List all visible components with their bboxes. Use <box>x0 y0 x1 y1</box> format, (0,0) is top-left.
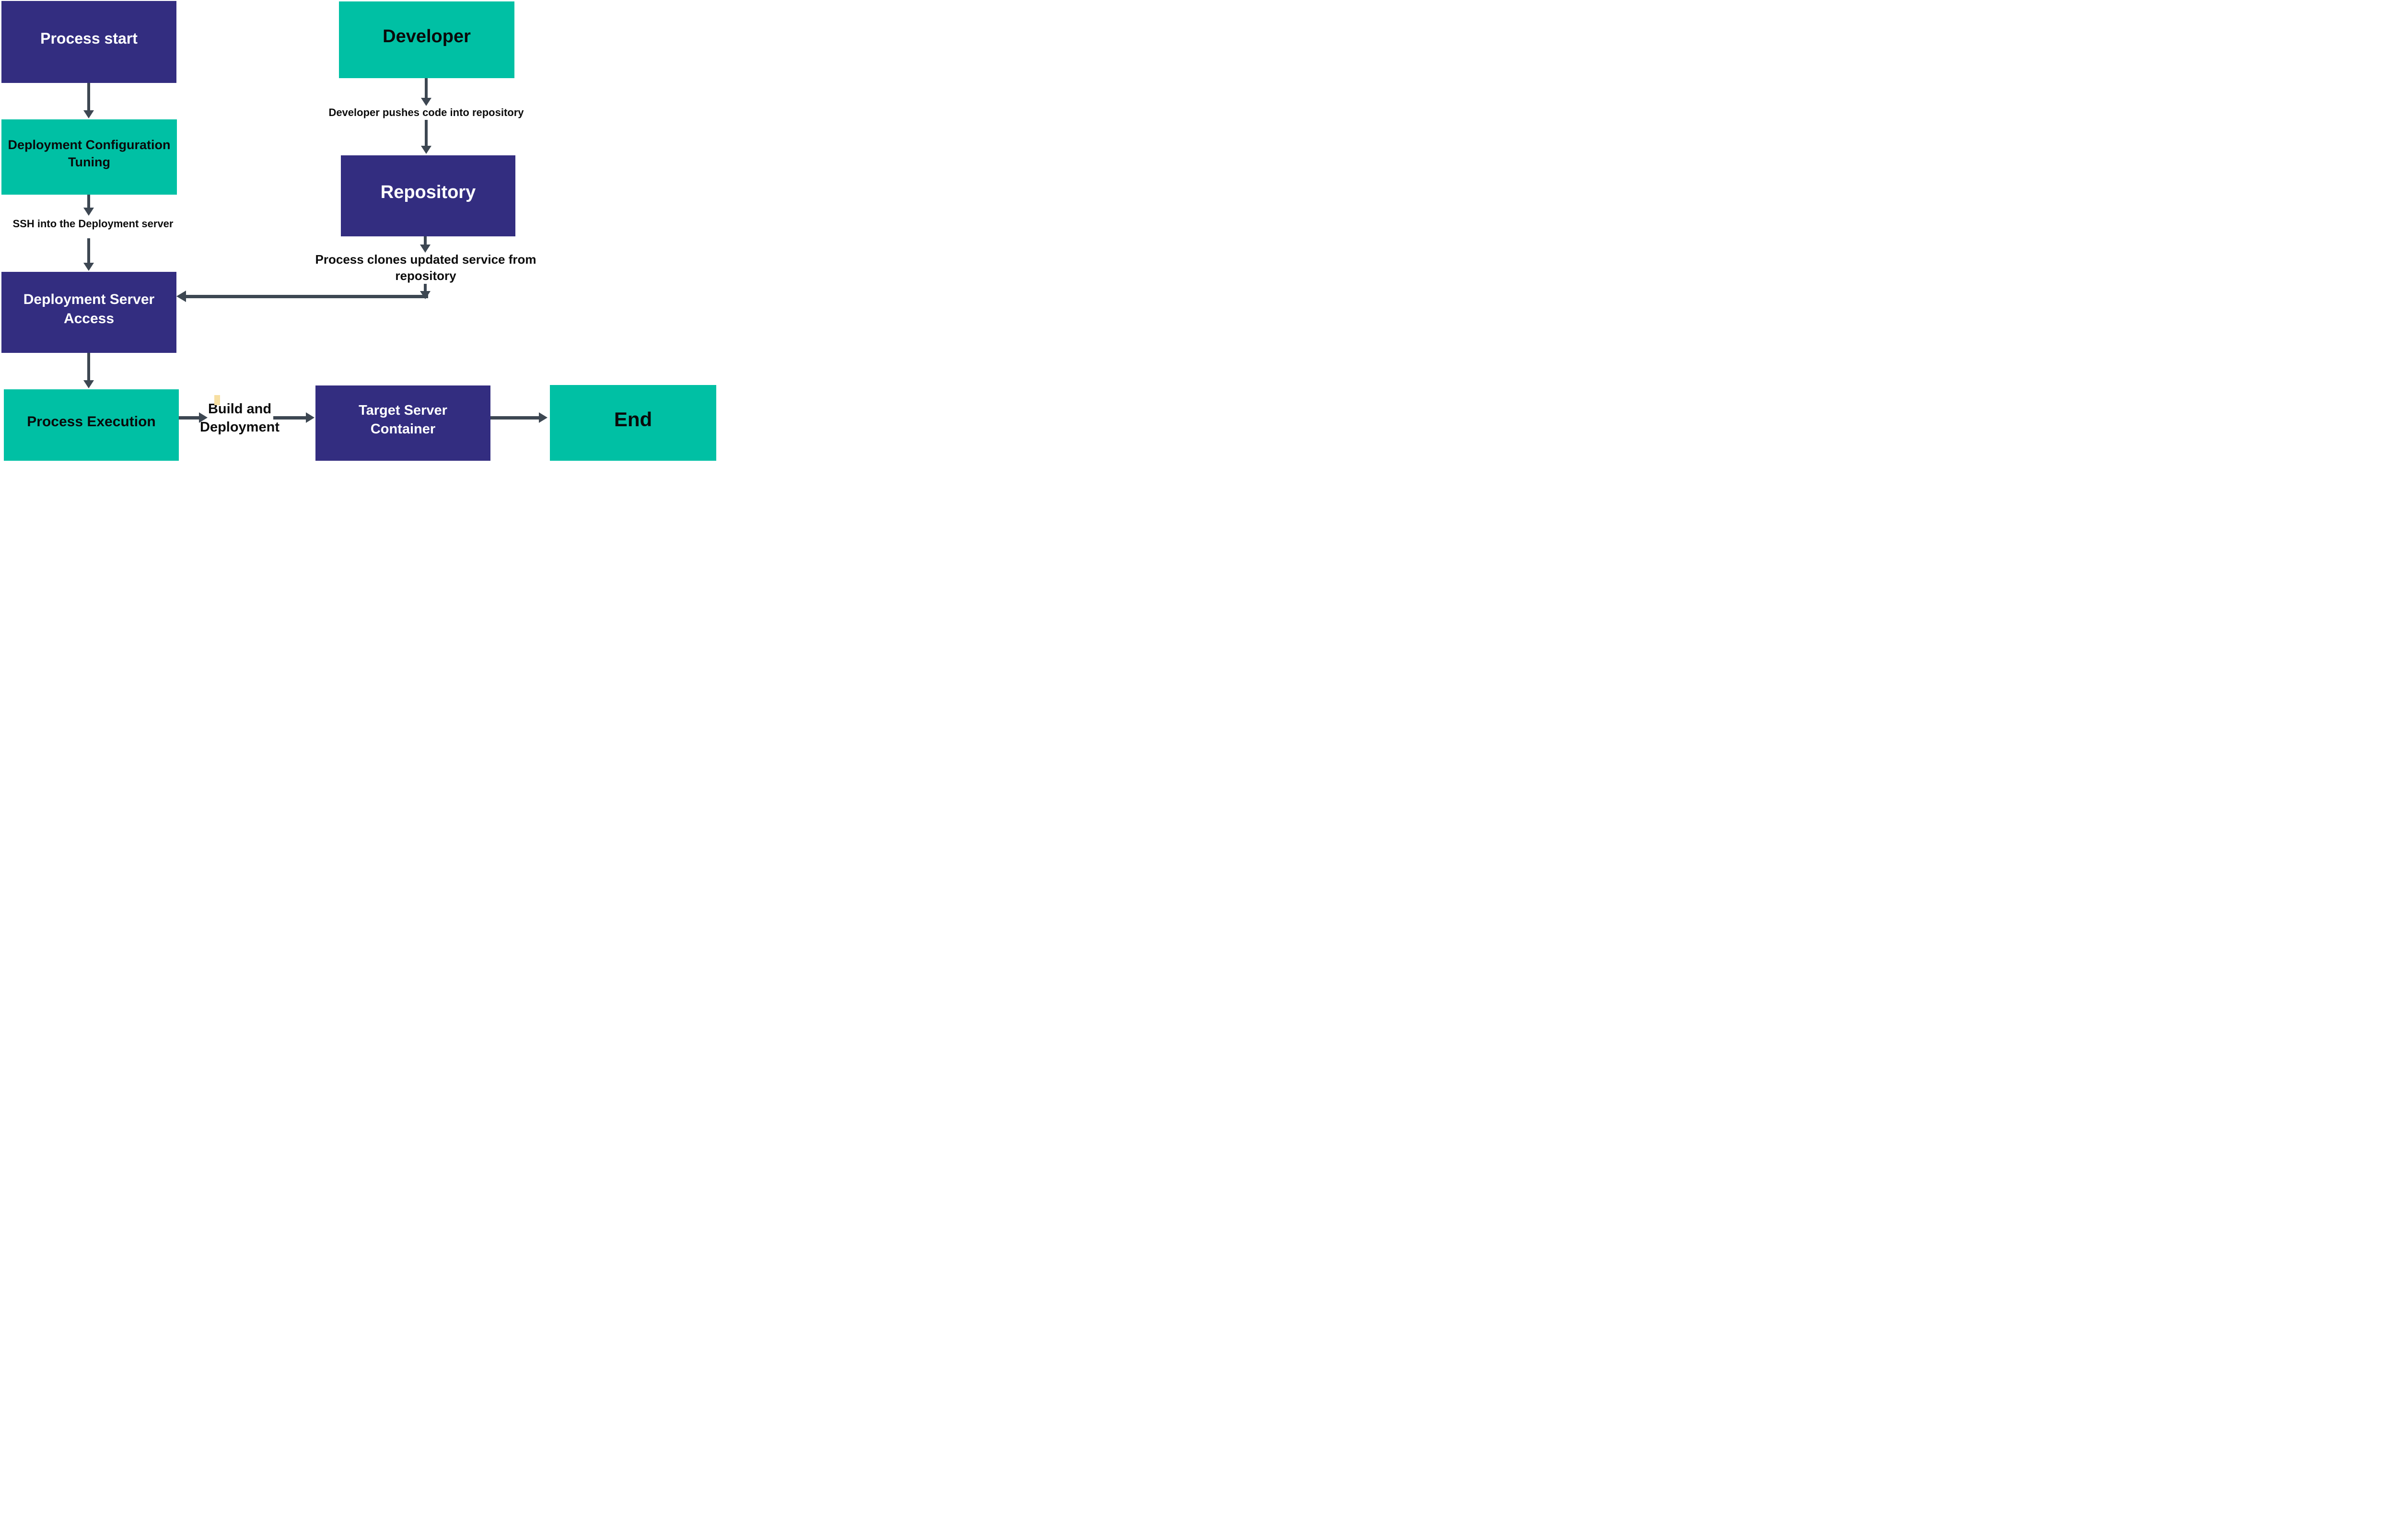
arrow-line <box>273 416 306 420</box>
node-deployment-configuration-tuning: Deployment Configuration Tuning <box>1 119 177 195</box>
arrow-head-right <box>199 412 208 423</box>
arrow-head-left <box>176 291 186 302</box>
arrow-head-down <box>83 380 94 388</box>
arrow-head-right <box>539 412 547 423</box>
node-deployment-server-access: Deployment Server Access <box>1 272 176 353</box>
arrow-head-down <box>83 110 94 118</box>
node-repository-label: Repository <box>380 182 476 203</box>
node-developer: Developer <box>339 1 514 78</box>
edge-label-build-deployment: Build and Deployment <box>200 401 280 435</box>
flowchart-canvas: Process start Developer Deployment Confi… <box>0 0 716 462</box>
arrow-line <box>425 120 428 146</box>
edge-label-clone: Process clones updated service from repo… <box>315 252 536 283</box>
arrow-line <box>179 416 200 420</box>
node-repository: Repository <box>341 155 515 236</box>
node-developer-label: Developer <box>383 26 471 47</box>
node-process-execution-label: Process Execution <box>27 413 156 430</box>
arrow-line <box>87 83 90 111</box>
arrow-line <box>87 353 90 381</box>
arrow-line <box>490 416 540 420</box>
arrow-head-down <box>421 98 431 106</box>
arrow-head-down <box>420 245 431 253</box>
arrow-head-down <box>421 146 431 154</box>
arrow-line <box>424 236 427 245</box>
arrow-line <box>185 295 428 298</box>
node-end-label: End <box>614 408 652 431</box>
node-end: End <box>550 385 716 461</box>
node-process-start: Process start <box>1 1 176 83</box>
node-target-server-container-label: Target Server Container <box>359 403 447 437</box>
node-deployment-server-access-label: Deployment Server Access <box>23 291 155 327</box>
arrow-head-down <box>83 263 94 271</box>
arrow-head-right <box>306 412 315 423</box>
arrow-head-down <box>83 208 94 216</box>
node-process-start-label: Process start <box>40 30 138 47</box>
arrow-line <box>425 78 428 98</box>
arrow-line <box>87 195 90 208</box>
arrow-line <box>424 284 427 293</box>
node-process-execution: Process Execution <box>4 389 179 461</box>
node-deployment-configuration-tuning-label: Deployment Configuration Tuning <box>8 137 171 169</box>
sticky-note-artifact <box>214 395 220 405</box>
arrow-line <box>87 238 90 263</box>
node-target-server-container: Target Server Container <box>315 385 490 461</box>
edge-label-developer-push: Developer pushes code into repository <box>328 106 524 118</box>
edge-label-ssh: SSH into the Deployment server <box>12 218 174 230</box>
